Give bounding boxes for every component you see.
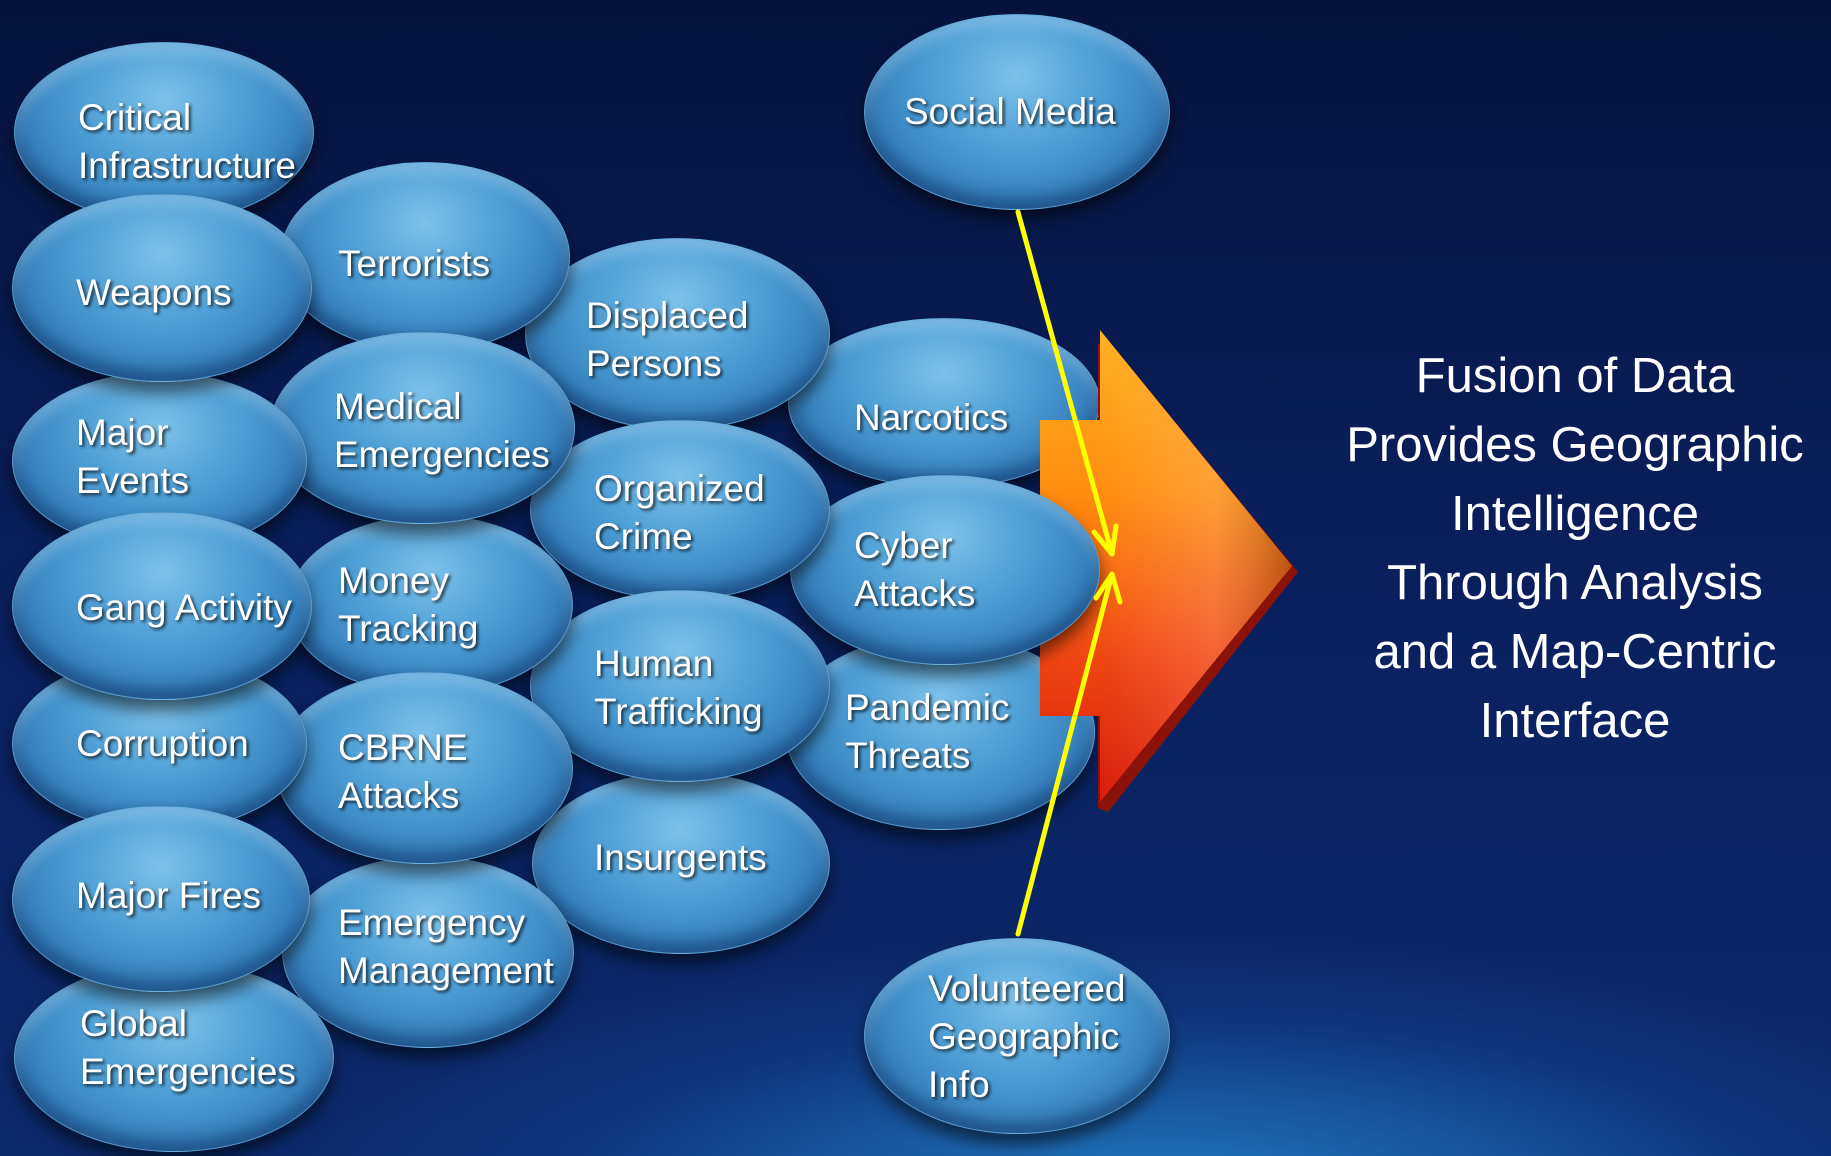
label-line: Emergencies: [334, 434, 550, 475]
label-narcotics: Narcotics: [854, 394, 1008, 442]
bubble-insurgents: [532, 772, 830, 954]
bubble-displaced-persons: [525, 238, 830, 430]
connector-social-media: [1015, 209, 1115, 557]
label-line: Critical: [78, 97, 192, 138]
bubble-gang-activity: [12, 512, 312, 700]
fusion-line: Intelligence: [1451, 487, 1699, 541]
label-medical-emergencies: Medical Emergencies: [334, 383, 550, 479]
label-line: Attacks: [338, 775, 460, 816]
label-line: Medical: [334, 386, 462, 427]
bubble-emergency-management: [282, 856, 574, 1048]
label-line: Cyber: [854, 525, 953, 566]
bubble-money-tracking: [288, 515, 573, 695]
label-line: Pandemic: [845, 687, 1010, 728]
label-line: Info: [928, 1064, 990, 1105]
bubble-social-media: [864, 14, 1170, 210]
bubble-cyber-attacks: [790, 475, 1100, 665]
label-line: Threats: [845, 735, 971, 776]
label-line: Management: [338, 950, 554, 991]
label-money-tracking: Money Tracking: [338, 557, 479, 653]
label-line: Events: [76, 460, 190, 501]
label-line: Infrastructure: [78, 145, 296, 186]
fusion-arrow-highlight: [1100, 330, 1292, 802]
label-line: Global: [80, 1003, 187, 1044]
fusion-line: Through Analysis: [1387, 556, 1763, 610]
fusion-statement: Fusion of Data Provides Geographic Intel…: [1320, 342, 1830, 756]
fusion-line: and a Map-Centric: [1373, 625, 1777, 679]
label-cyber-attacks: Cyber Attacks: [854, 522, 975, 618]
label-line: Attacks: [854, 573, 976, 614]
label-corruption: Corruption: [76, 720, 249, 768]
connector-volunteered-info: [1015, 571, 1115, 937]
bubble-weapons: [12, 194, 312, 382]
bubble-terrorists: [280, 162, 570, 352]
label-weapons: Weapons: [76, 269, 232, 317]
label-displaced-persons: Displaced Persons: [586, 292, 748, 388]
label-line: Major Fires: [76, 875, 262, 916]
label-line: Organized: [594, 468, 765, 509]
label-critical-infrastructure: Critical Infrastructure: [78, 94, 296, 190]
label-line: Tracking: [338, 608, 479, 649]
label-line: Geographic: [928, 1016, 1120, 1057]
label-line: Narcotics: [854, 397, 1009, 438]
label-line: CBRNE: [338, 727, 468, 768]
bubble-medical-emergencies: [270, 332, 575, 524]
label-volunteered-geographic-info: Volunteered Geographic Info: [928, 965, 1126, 1109]
bubble-volunteered-geographic-info: [864, 938, 1170, 1134]
bubble-global-emergencies: [14, 962, 334, 1152]
label-insurgents: Insurgents: [594, 834, 767, 882]
fusion-arrow: [1040, 330, 1298, 812]
label-line: Human: [594, 643, 714, 684]
label-social-media: Social Media: [904, 88, 1116, 136]
label-global-emergencies: Global Emergencies: [80, 1000, 296, 1096]
label-line: Weapons: [76, 272, 232, 313]
label-pandemic-threats: Pandemic Threats: [845, 684, 1010, 780]
label-human-trafficking: Human Trafficking: [594, 640, 763, 736]
label-cbrne-attacks: CBRNE Attacks: [338, 724, 468, 820]
label-line: Displaced: [586, 295, 749, 336]
label-line: Volunteered: [928, 968, 1126, 1009]
label-line: Insurgents: [594, 837, 767, 878]
label-line: Emergencies: [80, 1051, 296, 1092]
label-line: Emergency: [338, 902, 526, 943]
label-organized-crime: Organized Crime: [594, 465, 765, 561]
label-line: Major: [76, 412, 169, 453]
label-line: Corruption: [76, 723, 249, 764]
bubble-critical-infrastructure: [14, 42, 314, 222]
label-gang-activity: Gang Activity: [76, 584, 292, 632]
bubble-human-trafficking: [530, 590, 830, 782]
label-line: Crime: [594, 516, 693, 557]
bubble-cbrne-attacks: [275, 672, 573, 864]
fusion-line: Provides Geographic: [1346, 418, 1804, 472]
label-emergency-management: Emergency Management: [338, 899, 554, 995]
bubble-organized-crime: [530, 420, 830, 600]
fusion-line: Interface: [1479, 694, 1671, 748]
label-line: Trafficking: [594, 691, 763, 732]
label-line: Gang Activity: [76, 587, 292, 628]
label-major-fires: Major Fires: [76, 872, 261, 920]
connector-arrowhead-bottom: [1093, 571, 1123, 605]
bubble-major-fires: [12, 806, 310, 992]
connector-arrowhead-top: [1091, 523, 1119, 557]
label-line: Persons: [586, 343, 722, 384]
label-line: Social Media: [904, 91, 1116, 132]
label-terrorists: Terrorists: [338, 240, 490, 288]
fusion-line: Fusion of Data: [1415, 349, 1735, 403]
label-major-events: Major Events: [76, 409, 189, 505]
label-line: Money: [338, 560, 450, 601]
label-line: Terrorists: [338, 243, 491, 284]
